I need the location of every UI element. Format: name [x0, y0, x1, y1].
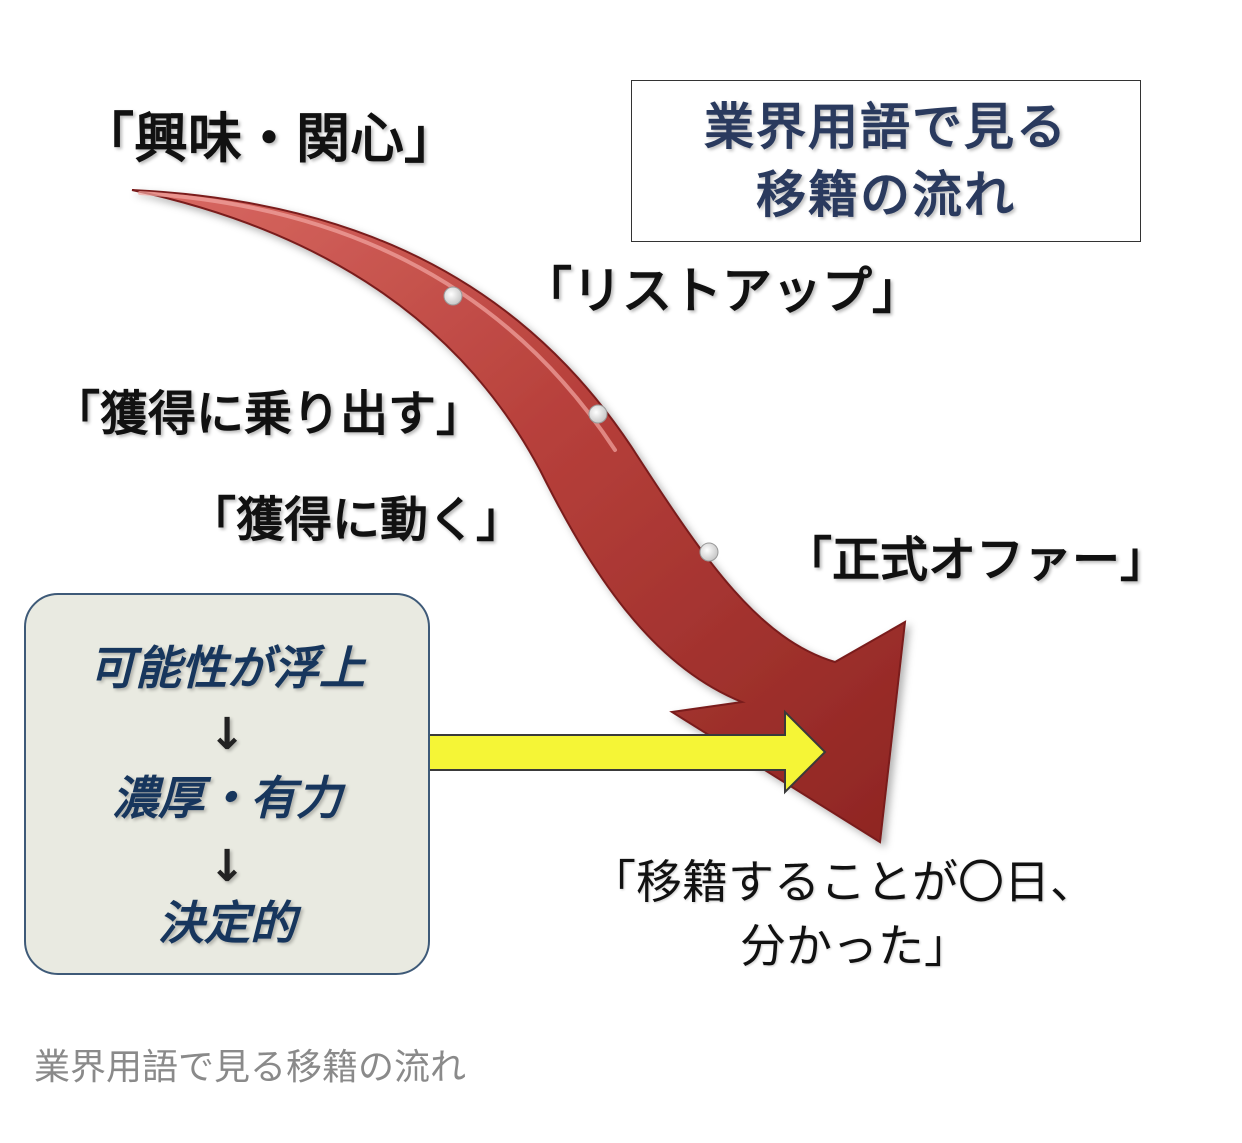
result-line-1: 「移籍することが〇日、	[590, 855, 1096, 909]
curved-flow-arrow	[131, 189, 907, 844]
curved-arrow-highlight	[138, 191, 617, 452]
label-interest: 「興味・関心」	[80, 107, 458, 170]
title-line-2: 移籍の流れ	[756, 166, 1016, 224]
image-caption: 業界用語で見る移籍の流れ	[34, 1047, 467, 1088]
stage-strong: 濃厚・有力	[112, 771, 342, 825]
arrow-dot-start	[588, 404, 608, 424]
title-box: 業界用語で見る 移籍の流れ	[631, 80, 1141, 242]
yellow-arrow	[409, 709, 827, 795]
label-official-offer: 「正式オファー」	[784, 532, 1169, 588]
title-line-1: 業界用語で見る	[704, 98, 1068, 156]
label-listup: 「リストアップ」	[522, 262, 922, 320]
result-text: 「移籍することが〇日、 分かった」	[590, 850, 1096, 978]
label-move-to-acquire: 「獲得に動く」	[188, 492, 525, 548]
down-arrow-icon: ↓	[208, 709, 246, 760]
label-start-acquisition: 「獲得に乗り出す」	[52, 386, 485, 442]
down-arrow-icon: ↓	[208, 841, 246, 892]
arrow-dot-offer	[699, 542, 719, 562]
stage-possibility: 可能性が浮上	[89, 641, 365, 695]
result-line-2: 分かった」	[740, 919, 970, 973]
arrow-dot-listup	[443, 286, 463, 306]
stage-decisive: 決定的	[158, 896, 296, 950]
stage-box: 可能性が浮上 ↓ 濃厚・有力 ↓ 決定的	[24, 593, 430, 975]
